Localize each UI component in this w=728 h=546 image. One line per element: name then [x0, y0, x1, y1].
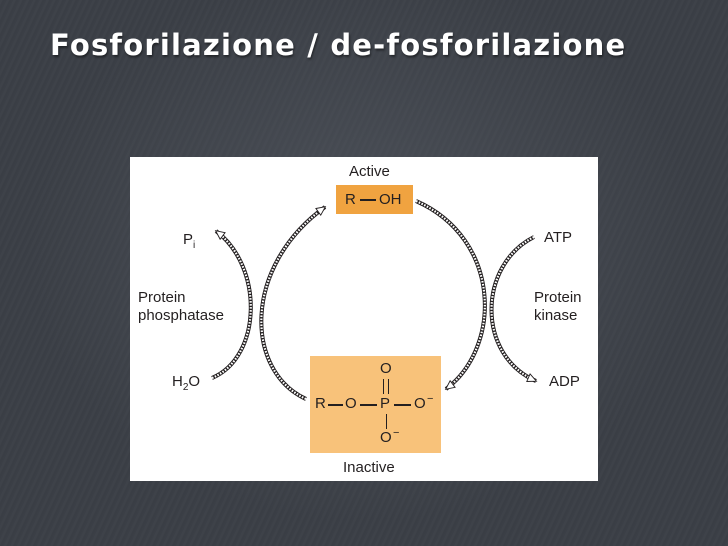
active-oh: OH — [379, 191, 402, 208]
phosphate-o-top: O — [380, 360, 392, 377]
active-r: R — [345, 191, 356, 208]
phosphate-o-link: O — [345, 395, 357, 412]
active-bond — [360, 199, 376, 201]
phosphorylation-arc — [415, 199, 487, 391]
active-state-box: R OH — [336, 185, 413, 214]
phosphatase-label-line2: phosphatase — [138, 307, 224, 324]
inactive-state-box: O R O P O − O − — [310, 356, 441, 453]
kinase-side-arrow — [489, 235, 538, 383]
water-label: H2O — [172, 373, 201, 393]
phosphate-o-bottom: O — [380, 429, 392, 446]
dephosphorylation-arc — [259, 205, 327, 401]
bond-o-p — [360, 404, 377, 406]
double-bond — [383, 379, 389, 394]
cycle-arrows-svg — [211, 199, 538, 401]
phosphate-p: P — [380, 395, 391, 412]
inactive-label: Inactive — [343, 459, 395, 476]
kinase-label-line1: Protein — [534, 289, 582, 306]
phosphate-r: R — [315, 395, 326, 412]
bond-r-o — [328, 404, 343, 406]
active-label: Active — [349, 163, 390, 180]
pi-label: Pi — [183, 231, 196, 251]
adp-label: ADP — [549, 373, 580, 390]
atp-label: ATP — [544, 229, 573, 246]
phosphorylation-cycle-diagram: Active R OH O R O P O − O − Inactive Pi … — [130, 157, 598, 481]
phosphatase-label-line1: Protein — [138, 289, 186, 306]
charge-right: − — [427, 393, 434, 405]
bond-p-o-bottom — [385, 414, 387, 429]
phosphatase-side-arrow — [211, 229, 253, 380]
charge-bottom: − — [393, 427, 400, 439]
kinase-label-line2: kinase — [534, 307, 578, 324]
slide-title: Fosforilazione / de-fosforilazione — [50, 28, 627, 62]
bond-p-o — [394, 404, 411, 406]
phosphate-o-right: O — [414, 395, 426, 412]
